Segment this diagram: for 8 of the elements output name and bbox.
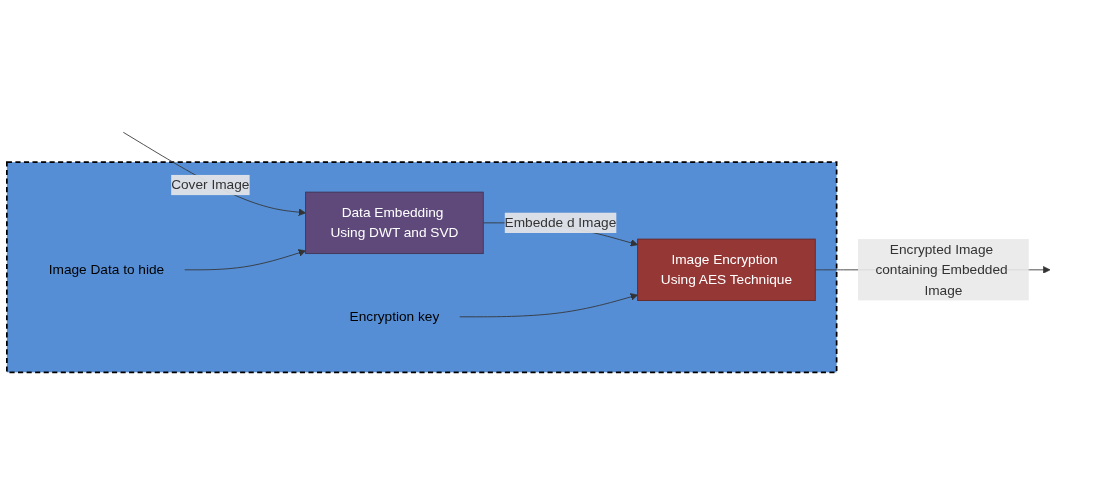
edge-label: Cover Image (171, 177, 250, 193)
edge-label: Embedde d Image (504, 215, 617, 231)
cluster (6, 161, 838, 374)
node-text: Image Data to hide (48, 262, 165, 278)
node-box: Image Encryption Using AES Technique (637, 239, 816, 302)
edge-label: Encrypted Image containing Embedded Image (875, 242, 1008, 298)
node-box: Data Embedding Using DWT and SVD (305, 192, 484, 255)
node-text: Encryption key (349, 309, 440, 325)
